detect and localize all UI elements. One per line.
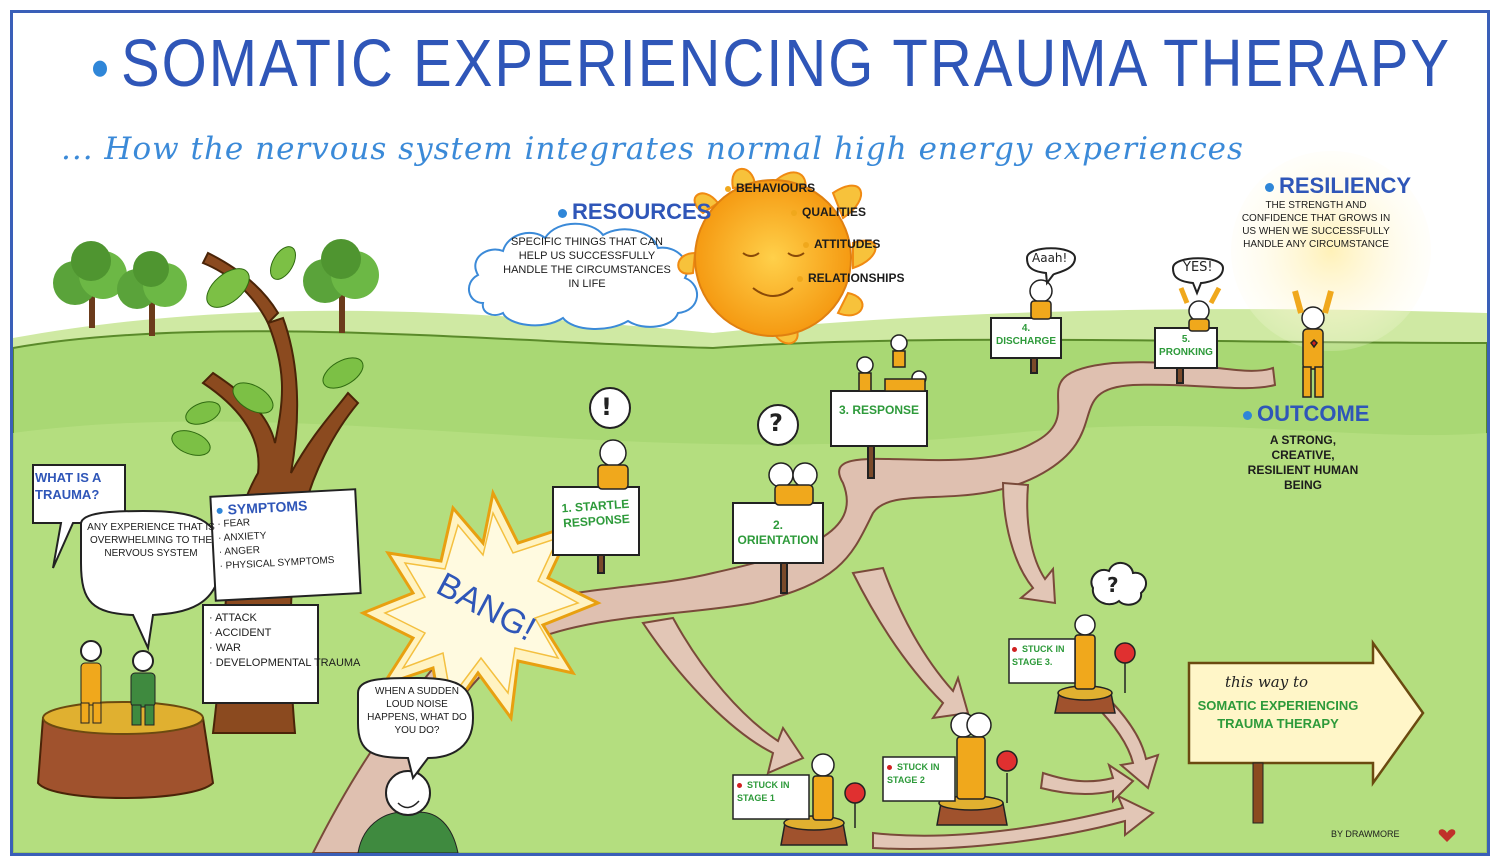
cause-item: · ACCIDENT xyxy=(209,627,272,639)
stage-signs xyxy=(552,317,1218,594)
resource-item-attitudes: ATTITUDES xyxy=(803,237,880,251)
symptoms-box xyxy=(209,488,362,602)
stage-4-label: 4. DISCHARGE xyxy=(995,323,1056,347)
speech-bubbles xyxy=(32,247,1225,781)
bullet-icon xyxy=(725,185,731,192)
trauma-answer: ANY EXPERIENCE THAT IS OVERWHELMING TO T… xyxy=(87,522,215,559)
bullet-icon xyxy=(797,275,803,282)
stage-5-label: 5. PRONKING xyxy=(1159,334,1213,358)
trees xyxy=(53,239,379,336)
bullet-icon xyxy=(558,208,567,218)
causes-box xyxy=(202,604,319,704)
stage-5-bubble: YES! xyxy=(1183,260,1213,275)
winding-path xyxy=(311,361,1277,853)
resource-item-behaviours: BEHAVIOURS xyxy=(725,181,815,195)
credit: BY DRAWMORE xyxy=(1331,829,1400,839)
cause-item: · ATTACK xyxy=(209,612,257,624)
resiliency-heading: RESILIENCY xyxy=(1265,173,1411,199)
stuck-stage-2-label: STUCK IN STAGE 2 xyxy=(887,762,940,785)
resource-item-relationships: RELATIONSHIPS xyxy=(797,271,904,285)
bullet-icon xyxy=(1012,647,1017,653)
stage-4-bubble: Aaah! xyxy=(1032,251,1068,265)
page-title: SOMATIC EXPERIENCING TRAUMA THERAPY xyxy=(93,25,1451,102)
resources-description: SPECIFIC THINGS THAT CAN HELP US SUCCESS… xyxy=(503,236,671,290)
bottom-figure xyxy=(357,770,459,853)
resources-heading: RESOURCES xyxy=(558,199,711,225)
bullet-icon xyxy=(887,765,892,771)
trauma-question: WHAT IS A TRAUMA? xyxy=(35,470,101,502)
cause-item: · WAR xyxy=(209,642,241,654)
bullet-icon xyxy=(1265,182,1274,192)
stage-1-bubble: ! xyxy=(601,393,612,421)
stuck-stage-1-label: STUCK IN STAGE 1 xyxy=(737,780,790,803)
resiliency-description: THE STRENGTH AND CONFIDENCE THAT GROWS I… xyxy=(1241,200,1391,250)
figure-pointing xyxy=(130,650,156,726)
causes-list: · ATTACK · ACCIDENT · WAR · DEVELOPMENTA… xyxy=(209,611,360,671)
stage-1-label: 1. STARTLE RESPONSE xyxy=(561,496,631,531)
outcome-description: A STRONG, CREATIVE, RESILIENT HUMAN BEIN… xyxy=(1247,433,1359,492)
branch-arrows xyxy=(641,481,1160,850)
page-subtitle: ... How the nervous system integrates no… xyxy=(61,131,1244,167)
stage-2-label: 2. ORIENTATION xyxy=(737,518,819,547)
outcome-heading: OUTCOME xyxy=(1243,401,1369,427)
bullet-icon xyxy=(216,508,223,515)
stage-figures xyxy=(597,279,1334,506)
stuck-bubble: ? xyxy=(1107,573,1119,597)
figure-saluting xyxy=(80,640,102,724)
noise-question: WHEN A SUDDEN LOUD NOISE HAPPENS, WHAT D… xyxy=(367,686,467,736)
bullet-icon xyxy=(791,209,797,216)
bullet-icon xyxy=(803,241,809,248)
stuck-scenes xyxy=(732,614,1136,846)
sign-line-1: this way to xyxy=(1225,673,1309,691)
stuck-stage-3-label: STUCK IN STAGE 3. xyxy=(1012,644,1065,667)
scene-illustration xyxy=(13,151,1487,853)
title-bullet-icon xyxy=(93,60,107,77)
stage-2-bubble: ? xyxy=(769,409,783,437)
stage-3-label: 3. RESPONSE xyxy=(838,403,920,417)
poster-frame: SOMATIC EXPERIENCING TRAUMA THERAPY ... … xyxy=(10,10,1490,856)
direction-sign xyxy=(1187,639,1425,787)
symptoms-list: SYMPTOMS · FEAR · ANXIETY · ANGER · PHYS… xyxy=(216,496,335,574)
bullet-icon xyxy=(737,783,742,789)
left-stump xyxy=(36,701,215,799)
resource-item-qualities: QUALITIES xyxy=(791,205,866,219)
cause-item: · DEVELOPMENTAL TRAUMA xyxy=(209,657,361,669)
bullet-icon xyxy=(1243,410,1252,420)
resiliency-glow xyxy=(1231,151,1431,351)
sun xyxy=(677,167,877,345)
sign-line-2: SOMATIC EXPERIENCING TRAUMA THERAPY xyxy=(1197,698,1359,731)
